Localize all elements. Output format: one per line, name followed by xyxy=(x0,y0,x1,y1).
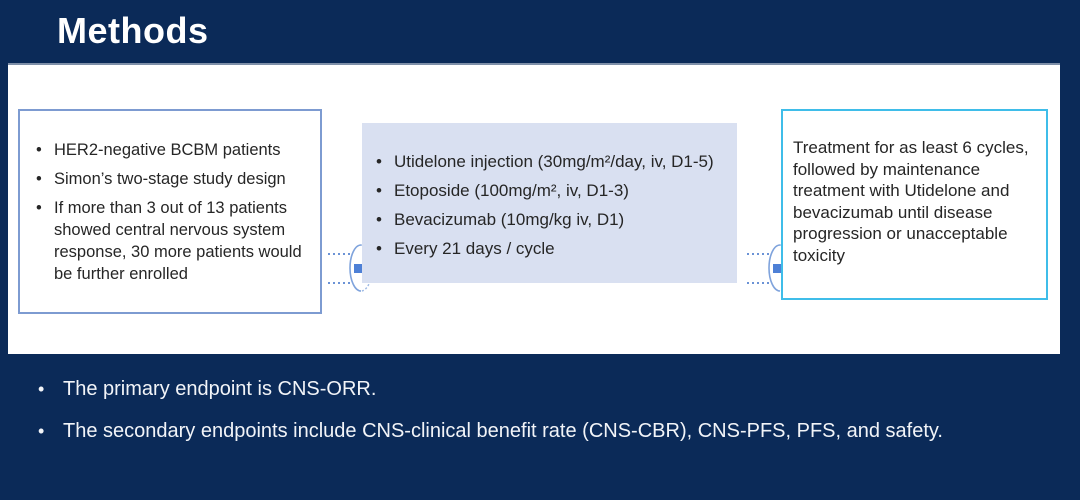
regimen-bullet-list: Utidelone injection (30mg/m²/day, iv, D1… xyxy=(374,147,733,263)
maintenance-box: Treatment for as least 6 cycles, followe… xyxy=(781,109,1048,300)
page-title: Methods xyxy=(57,10,209,51)
maintenance-text: Treatment for as least 6 cycles, followe… xyxy=(793,138,1029,265)
endpoints-bullet-list: The primary endpoint is CNS-ORR. The sec… xyxy=(36,376,1056,460)
methods-flow-panel: HER2-negative BCBM patients Simon’s two-… xyxy=(8,63,1060,354)
regimen-box: Utidelone injection (30mg/m²/day, iv, D1… xyxy=(362,123,737,283)
list-item: The primary endpoint is CNS-ORR. xyxy=(36,376,1056,402)
list-item: Simon’s two-stage study design xyxy=(34,168,312,190)
eligibility-bullet-list: HER2-negative BCBM patients Simon’s two-… xyxy=(34,139,312,285)
list-item: Etoposide (100mg/m², iv, D1-3) xyxy=(374,176,733,205)
list-item: The secondary endpoints include CNS-clin… xyxy=(36,418,1056,444)
list-item: Every 21 days / cycle xyxy=(374,234,733,263)
list-item: Bevacizumab (10mg/kg iv, D1) xyxy=(374,205,733,234)
list-item: Utidelone injection (30mg/m²/day, iv, D1… xyxy=(374,147,733,176)
list-item: If more than 3 out of 13 patients showed… xyxy=(34,197,312,285)
eligibility-design-box: HER2-negative BCBM patients Simon’s two-… xyxy=(18,109,322,314)
list-item: HER2-negative BCBM patients xyxy=(34,139,312,161)
